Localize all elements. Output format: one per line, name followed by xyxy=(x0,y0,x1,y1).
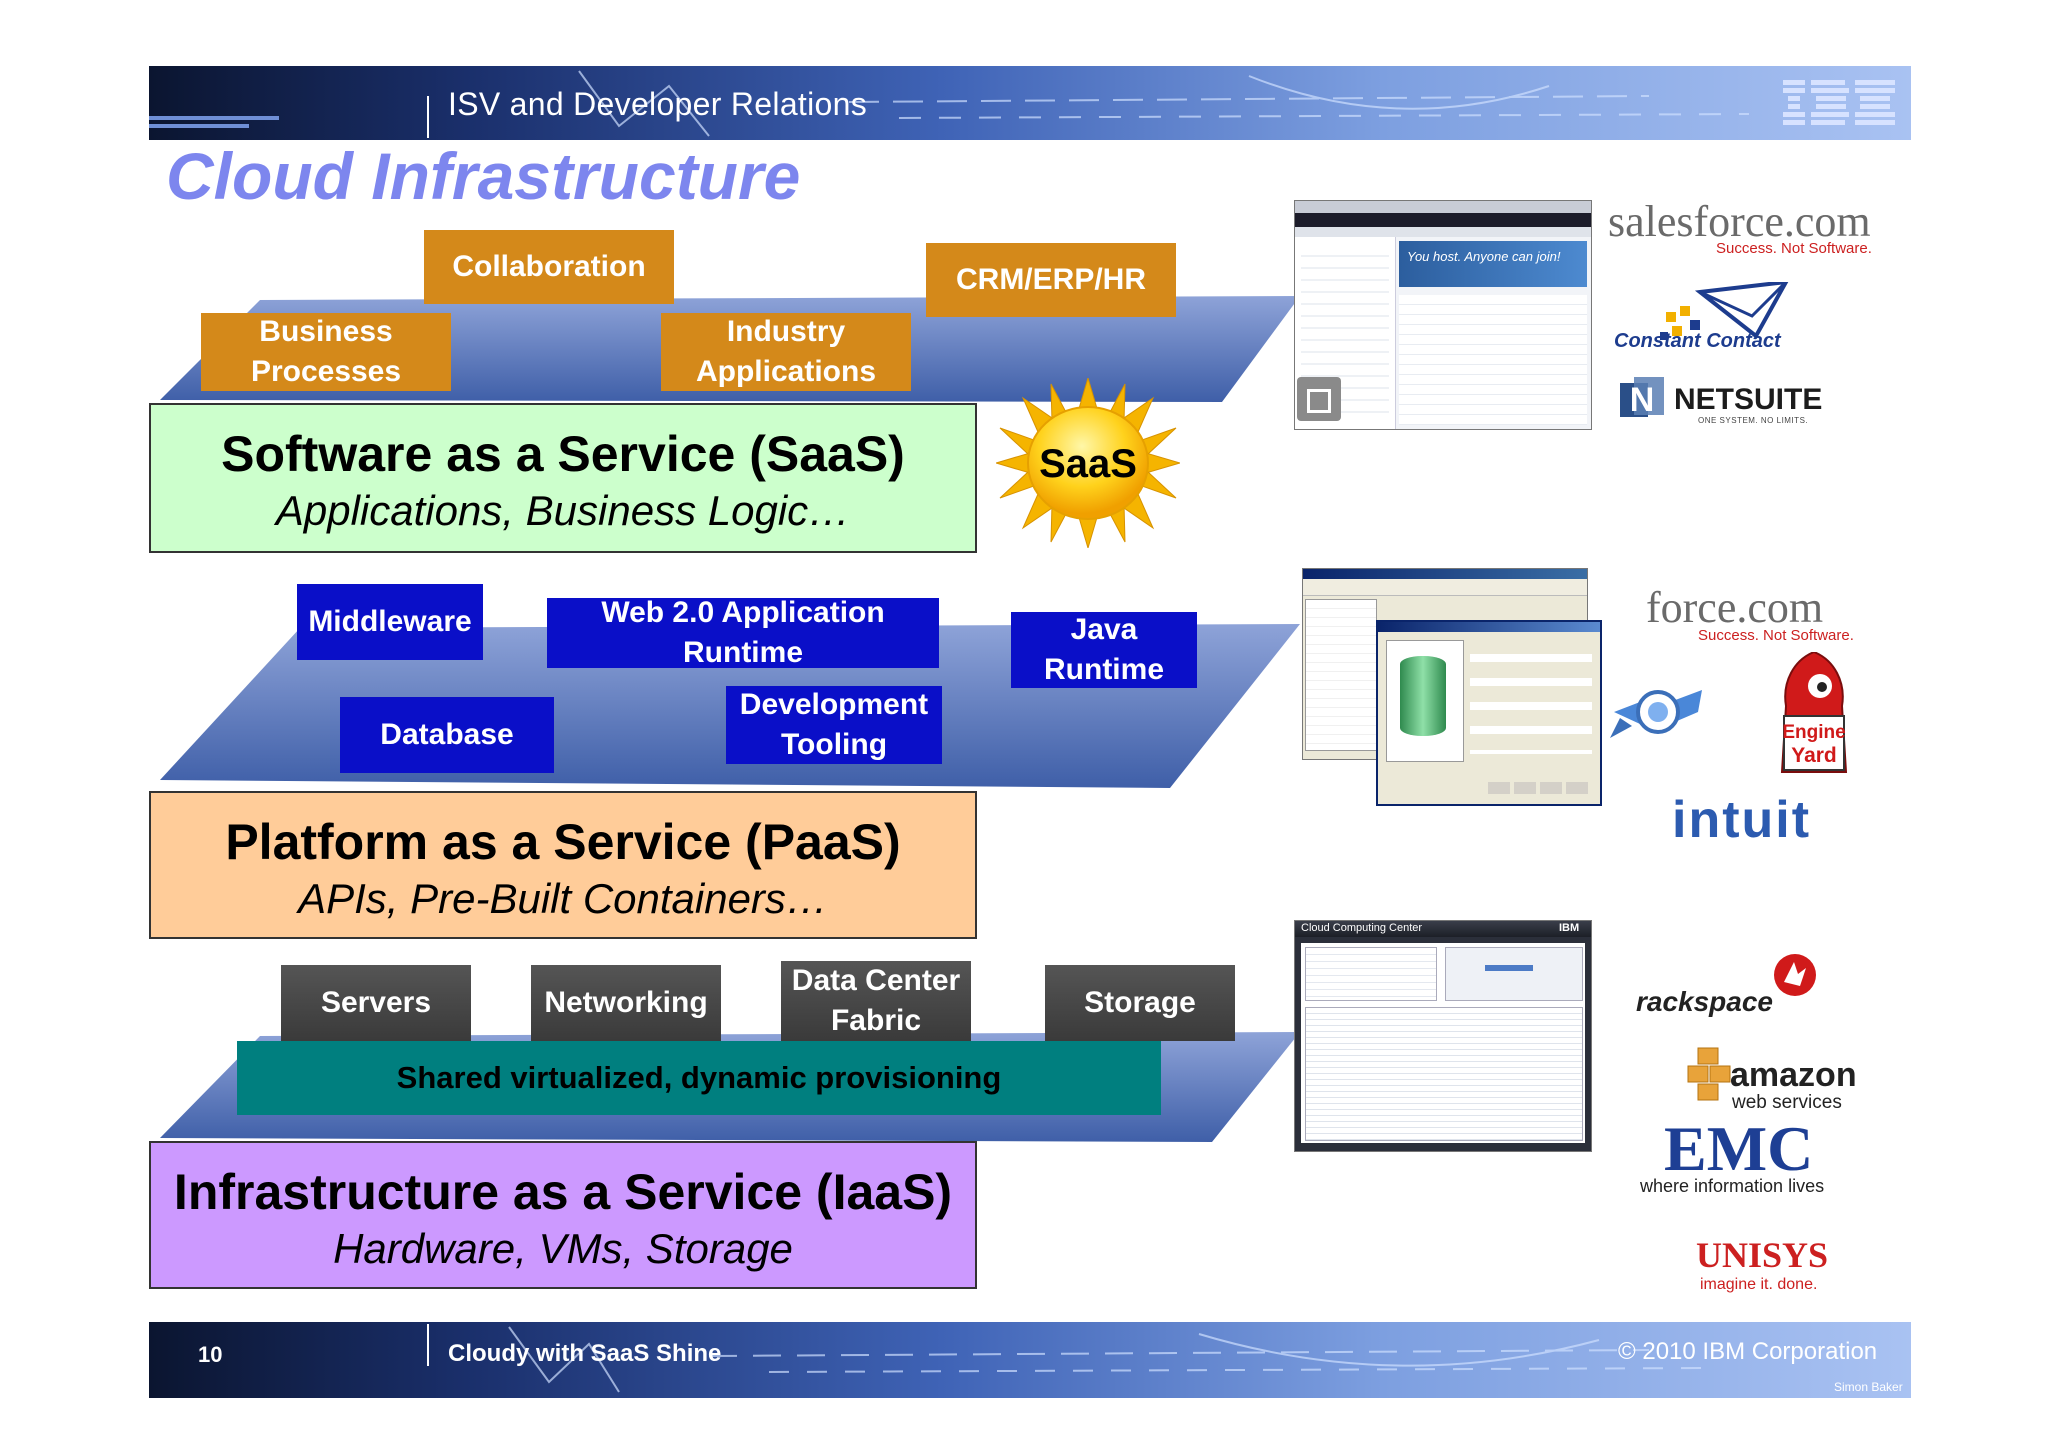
saas-screenshot-banner: You host. Anyone can join! xyxy=(1407,249,1561,264)
page-number: 10 xyxy=(198,1342,223,1367)
unisys-logo: UNISYS xyxy=(1696,1235,1829,1275)
force-tagline: Success. Not Software. xyxy=(1698,627,1854,644)
iaas-box: Infrastructure as a Service (IaaS) Hardw… xyxy=(149,1141,977,1289)
paas-wizard-screenshot xyxy=(1376,620,1602,806)
intuit-logo: intuit xyxy=(1672,791,1812,849)
svg-text:Yard: Yard xyxy=(1791,744,1837,767)
tile-industry-applications: Industry Applications xyxy=(661,313,911,391)
salesforce-tagline: Success. Not Software. xyxy=(1716,240,1872,257)
iaas-screenshot-title: Cloud Computing Center xyxy=(1301,922,1423,934)
saas-box-subtitle: Applications, Business Logic… xyxy=(275,487,851,534)
header-separator xyxy=(427,96,429,138)
tile-collaboration: Collaboration xyxy=(424,230,674,304)
netsuite-logo: NETSUITE xyxy=(1674,383,1823,416)
header-band xyxy=(149,66,1911,140)
tile-middleware: Middleware xyxy=(297,584,483,660)
amazon-boxes-icon xyxy=(1687,1047,1731,1101)
footer-decoration xyxy=(508,1326,1710,1393)
tile-storage: Storage xyxy=(1045,965,1235,1041)
iaas-box-title: Infrastructure as a Service (IaaS) xyxy=(173,1164,953,1220)
engine-yard-icon: Engine Yard xyxy=(1780,652,1848,773)
saas-box-title: Software as a Service (SaaS) xyxy=(221,426,905,482)
iaas-screenshot: Cloud Computing Center IBM xyxy=(1294,920,1592,1152)
iaas-box-subtitle: Hardware, VMs, Storage xyxy=(333,1225,793,1272)
netsuite-tagline: ONE SYSTEM. NO LIMITS. xyxy=(1698,416,1809,425)
app-engine-icon xyxy=(1610,690,1702,738)
header-decoration xyxy=(149,70,1750,137)
tile-web20-runtime: Web 2.0 Application Runtime xyxy=(547,596,939,669)
saas-screenshot: You host. Anyone can join! xyxy=(1294,200,1592,430)
iaas-screenshot-brand: IBM xyxy=(1559,922,1580,934)
tile-database: Database xyxy=(340,697,554,773)
database-cylinder-icon xyxy=(1400,656,1446,736)
tile-development-tooling: Development Tooling xyxy=(726,686,942,764)
tile-networking: Networking xyxy=(531,965,721,1041)
ibm-logo xyxy=(1783,80,1895,125)
emc-logo: EMC xyxy=(1664,1113,1814,1184)
tile-crm-erp-hr: CRM/ERP/HR xyxy=(926,243,1176,317)
tile-servers: Servers xyxy=(281,965,471,1041)
netsuite-n-icon: N xyxy=(1620,377,1664,419)
rackspace-logo: rackspace xyxy=(1636,986,1774,1017)
salesforce-logo: salesforce.com xyxy=(1608,197,1871,246)
sun-icon: SaaS xyxy=(996,378,1180,548)
paas-box-title: Platform as a Service (PaaS) xyxy=(225,814,901,870)
svg-text:N: N xyxy=(1630,381,1655,419)
slide-title: Cloud Infrastructure xyxy=(166,139,801,213)
home-icon xyxy=(1297,377,1341,421)
tile-business-processes: Business Processes xyxy=(201,313,451,391)
footer-copyright: © 2010 IBM Corporation xyxy=(1618,1338,1878,1365)
provisioning-bar: Shared virtualized, dynamic provisioning xyxy=(237,1041,1161,1115)
footer-band xyxy=(149,1322,1911,1398)
saas-box: Software as a Service (SaaS) Application… xyxy=(149,403,977,553)
footer-author: Simon Baker xyxy=(1834,1380,1903,1394)
sun-label: SaaS xyxy=(1039,442,1137,486)
constant-contact-logo: Constant Contact xyxy=(1614,330,1781,352)
emc-tagline: where information lives xyxy=(1640,1176,1825,1196)
force-logo: force.com xyxy=(1646,583,1824,632)
footer-separator xyxy=(427,1324,429,1366)
header-title: ISV and Developer Relations xyxy=(448,86,868,122)
paas-box: Platform as a Service (PaaS) APIs, Pre-B… xyxy=(149,791,977,939)
footer-title: Cloudy with SaaS Shine xyxy=(448,1340,722,1367)
svg-text:Engine: Engine xyxy=(1782,722,1845,743)
amazon-subtitle: web services xyxy=(1732,1092,1842,1113)
tile-java-runtime: Java Runtime xyxy=(1011,612,1197,688)
rackspace-icon xyxy=(1774,954,1816,996)
paas-box-subtitle: APIs, Pre-Built Containers… xyxy=(298,875,828,922)
unisys-tagline: imagine it. done. xyxy=(1700,1276,1818,1293)
constant-contact-envelope-icon xyxy=(1660,282,1789,340)
amazon-logo: amazon xyxy=(1730,1056,1857,1094)
tile-data-center-fabric: Data Center Fabric xyxy=(781,961,971,1041)
